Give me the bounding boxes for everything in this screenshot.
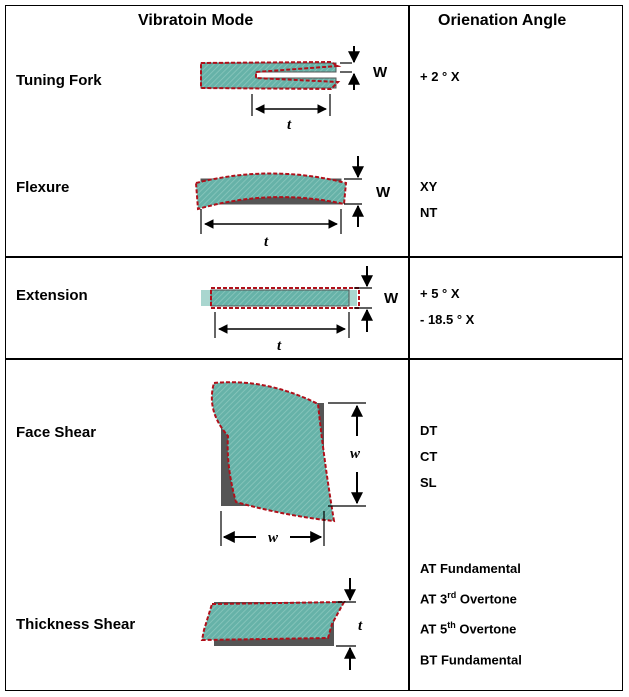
vibration-mode-table: Vibratoin Mode Orienation Angle Tuning F… [5,5,623,691]
angles-face-shear: DT CT SL [420,418,437,496]
mode-diagrams: W t W t W [194,46,399,670]
tuning-fork-diagram: W t [200,46,388,133]
thickness-shear-diagram: t [200,578,363,670]
extension-diagram: W t [201,266,399,354]
dim-label-t: t [287,117,292,133]
mode-flexure: Flexure [16,179,70,196]
flexure-diagram: W t [194,156,391,250]
angle-value: NT [420,205,438,220]
row-divider-1 [6,256,622,258]
mode-thickness-shear: Thickness Shear [16,616,136,633]
dim-label-t: t [277,338,282,354]
header-vibration-mode: Vibratoin Mode [138,12,254,29]
mode-extension: Extension [16,287,88,304]
dim-label-w2: w [268,530,279,546]
mode-face-shear: Face Shear [16,424,97,441]
angle-value: + 5 ° X [420,286,460,301]
header-orientation-angle: Orienation Angle [438,12,567,29]
angle-value: SL [420,475,437,490]
column-divider [408,6,410,690]
dim-label-w: W [384,290,399,307]
angles-thickness-shear: AT Fundamental AT 3rd Overtone AT 5th Ov… [420,556,522,673]
angles-extension: + 5 ° X - 18.5 ° X [420,281,474,333]
dim-label-t: t [264,234,269,250]
face-shear-diagram: w w [210,381,366,546]
angle-value: BT Fundamental [420,651,522,667]
angles-tuning-fork: + 2 ° X [420,64,460,90]
dim-label-w: W [373,64,388,81]
angle-value: + 2 ° X [420,69,460,84]
angle-value: CT [420,449,438,464]
angle-value: XY [420,179,438,194]
dim-label-t: t [358,618,363,634]
angle-value: AT 5th Overtone [420,620,517,637]
dim-label-w: W [376,184,391,201]
row-divider-2 [6,358,622,360]
angle-value: AT 3rd Overtone [420,590,517,607]
dim-label-w: w [350,446,361,462]
angles-flexure: XY NT [420,174,437,226]
angle-value: - 18.5 ° X [420,312,475,327]
angle-value: AT Fundamental [420,561,521,576]
angle-value: DT [420,423,438,438]
mode-tuning-fork: Tuning Fork [16,72,102,89]
